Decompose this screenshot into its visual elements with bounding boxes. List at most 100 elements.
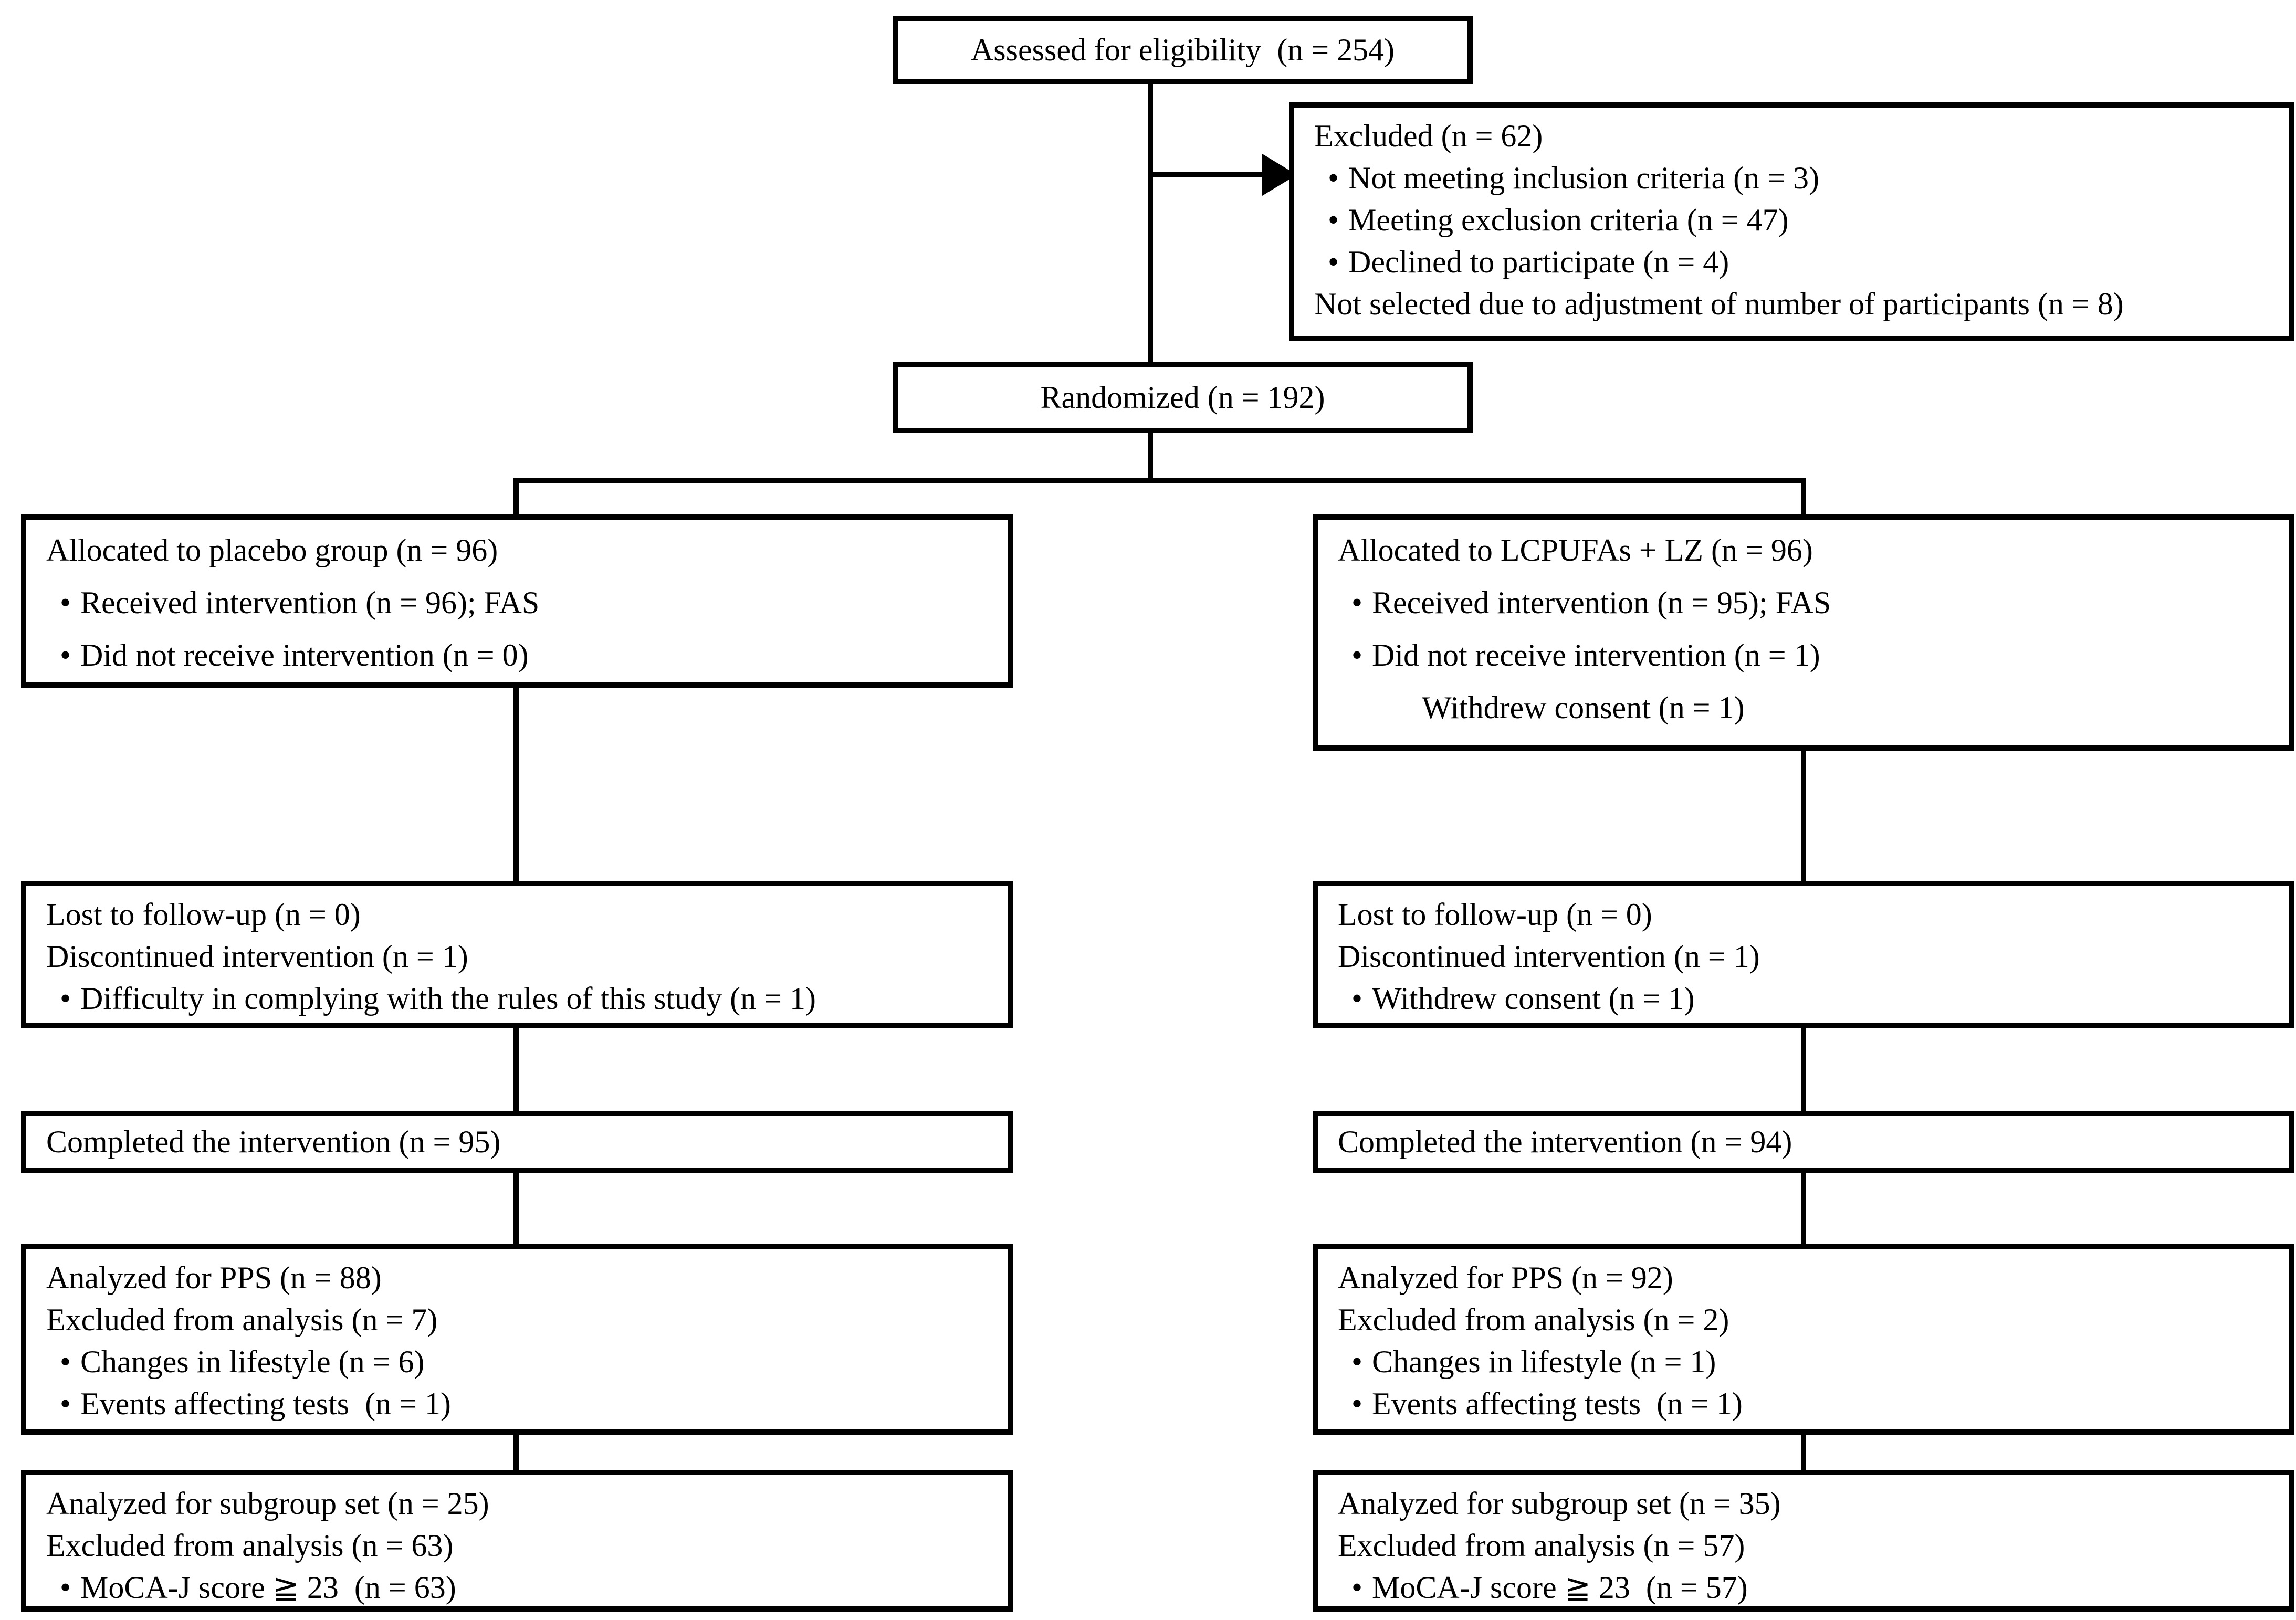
box-line: Allocated to LCPUFAs + LZ (n = 96) xyxy=(1338,524,2279,576)
lost-followup-placebo-box: Lost to follow-up (n = 0) Discontinued i… xyxy=(21,881,1013,1028)
completed-text: Completed the intervention (n = 95) xyxy=(46,1124,501,1159)
box-line: Discontinued intervention (n = 1) xyxy=(1338,935,2279,977)
randomized-box: Randomized (n = 192) xyxy=(893,362,1473,433)
box-line: •Changes in lifestyle (n = 1) xyxy=(1338,1341,2279,1383)
box-line: Not selected due to adjustment of number… xyxy=(1314,283,2279,325)
line-text: Excluded from analysis (n = 57) xyxy=(1338,1528,1745,1563)
box-line: Excluded (n = 62) xyxy=(1314,115,2279,157)
box-line: Excluded from analysis (n = 2) xyxy=(1338,1299,2279,1341)
box-line: Analyzed for PPS (n = 88) xyxy=(46,1257,998,1299)
bullet-icon: • xyxy=(60,981,71,1016)
completed-placebo-box: Completed the intervention (n = 95) xyxy=(21,1111,1013,1173)
box-line: • Did not receive intervention (n = 0) xyxy=(46,629,998,681)
bullet-icon: • xyxy=(60,1386,71,1421)
line-text: Did not receive intervention (n = 1) xyxy=(1372,638,1820,672)
connector-split-to-alloc-right xyxy=(1801,478,1806,519)
bullet-icon: • xyxy=(1351,1386,1363,1421)
box-line: Lost to follow-up (n = 0) xyxy=(1338,893,2279,935)
lost-followup-lcpufas-box: Lost to follow-up (n = 0) Discontinued i… xyxy=(1313,881,2294,1028)
analyzed-subgroup-placebo-box: Analyzed for subgroup set (n = 25) Exclu… xyxy=(21,1470,1013,1612)
line-text: Excluded from analysis (n = 2) xyxy=(1338,1302,1729,1337)
box-line: Withdrew consent (n = 1) xyxy=(1338,681,2279,734)
bullet-icon: • xyxy=(1328,245,1339,279)
line-text: MoCA-J score ≧ 23 (n = 57) xyxy=(1372,1570,1748,1605)
line-text: Analyzed for PPS (n = 92) xyxy=(1338,1260,1673,1295)
box-line: • Events affecting tests (n = 1) xyxy=(46,1383,998,1425)
line-text: Changes in lifestyle (n = 6) xyxy=(80,1344,425,1379)
bullet-icon: • xyxy=(60,638,71,672)
line-text: Lost to follow-up (n = 0) xyxy=(46,897,361,932)
bullet-icon: • xyxy=(1328,203,1339,237)
excluded-box: Excluded (n = 62) •Not meeting inclusion… xyxy=(1289,102,2294,341)
box-line: Excluded from analysis (n = 57) xyxy=(1338,1524,2279,1566)
connector-assessed-to-randomized xyxy=(1148,83,1153,366)
line-text: Difficulty in complying with the rules o… xyxy=(80,981,816,1016)
box-line: Analyzed for subgroup set (n = 35) xyxy=(1338,1482,2279,1524)
line-text: Not meeting inclusion criteria (n = 3) xyxy=(1348,161,1819,195)
line-text: Analyzed for subgroup set (n = 25) xyxy=(46,1486,489,1521)
box-line: Excluded from analysis (n = 63) xyxy=(46,1524,998,1566)
box-line: • Withdrew consent (n = 1) xyxy=(1338,977,2279,1019)
line-text: Lost to follow-up (n = 0) xyxy=(1338,897,1652,932)
line-text: Excluded from analysis (n = 7) xyxy=(46,1302,438,1337)
connector-alloc-to-followup-left xyxy=(513,686,519,884)
connector-pps-to-subgroup-right xyxy=(1801,1433,1806,1473)
line-text: Withdrew consent (n = 1) xyxy=(1372,981,1695,1016)
assessed-eligibility-box: Assessed for eligibility (n = 254) xyxy=(893,16,1473,84)
box-line: • MoCA-J score ≧ 23 (n = 63) xyxy=(46,1566,998,1608)
connector-to-excluded xyxy=(1148,172,1268,177)
allocation-lcpufas-box: Allocated to LCPUFAs + LZ (n = 96) • Rece… xyxy=(1313,514,2294,751)
line-text: Events affecting tests (n = 1) xyxy=(1372,1386,1743,1421)
bullet-icon: • xyxy=(1351,981,1363,1016)
box-line: •Declined to participate (n = 4) xyxy=(1314,241,2279,283)
connector-completed-to-pps-right xyxy=(1801,1171,1806,1247)
box-line: Discontinued intervention (n = 1) xyxy=(46,935,998,977)
line-text: Not selected due to adjustment of number… xyxy=(1314,287,2124,321)
completed-text: Completed the intervention (n = 94) xyxy=(1338,1124,1792,1159)
line-text: Excluded from analysis (n = 63) xyxy=(46,1528,454,1563)
line-text: MoCA-J score ≧ 23 (n = 63) xyxy=(80,1570,456,1605)
line-text: Events affecting tests (n = 1) xyxy=(80,1386,451,1421)
bullet-icon: • xyxy=(1351,585,1363,620)
line-text: Allocated to placebo group (n = 96) xyxy=(46,533,498,567)
assessed-eligibility-text: Assessed for eligibility (n = 254) xyxy=(970,32,1395,67)
connector-split-to-alloc-left xyxy=(513,478,519,519)
allocation-placebo-box: Allocated to placebo group (n = 96) • Rec… xyxy=(21,514,1013,688)
analyzed-pps-lcpufas-box: Analyzed for PPS (n = 92) Excluded from … xyxy=(1313,1244,2294,1435)
connector-followup-to-completed-left xyxy=(513,1026,519,1114)
line-text: Discontinued intervention (n = 1) xyxy=(46,939,468,974)
connector-completed-to-pps-left xyxy=(513,1171,519,1247)
box-line: Allocated to placebo group (n = 96) xyxy=(46,524,998,576)
line-text: Analyzed for PPS (n = 88) xyxy=(46,1260,382,1295)
line-text: Discontinued intervention (n = 1) xyxy=(1338,939,1760,974)
connector-randomized-to-split xyxy=(1148,430,1153,483)
bullet-icon: • xyxy=(1351,1570,1363,1605)
line-text: Excluded (n = 62) xyxy=(1314,119,1543,153)
line-text: Changes in lifestyle (n = 1) xyxy=(1372,1344,1716,1379)
completed-lcpufas-box: Completed the intervention (n = 94) xyxy=(1313,1111,2294,1173)
line-text: Received intervention (n = 96); FAS xyxy=(80,585,540,620)
line-text: Meeting exclusion criteria (n = 47) xyxy=(1348,203,1789,237)
line-text: Received intervention (n = 95); FAS xyxy=(1372,585,1831,620)
line-text: Allocated to LCPUFAs + LZ (n = 96) xyxy=(1338,533,1813,567)
connector-followup-to-completed-right xyxy=(1801,1026,1806,1114)
randomized-text: Randomized (n = 192) xyxy=(1040,380,1325,415)
box-line: Excluded from analysis (n = 7) xyxy=(46,1299,998,1341)
box-line: •Not meeting inclusion criteria (n = 3) xyxy=(1314,157,2279,199)
connector-alloc-to-followup-right xyxy=(1801,749,1806,884)
connector-split-horizontal xyxy=(513,478,1806,483)
bullet-icon: • xyxy=(60,585,71,620)
line-text: Analyzed for subgroup set (n = 35) xyxy=(1338,1486,1781,1521)
box-line: • Meeting exclusion criteria (n = 47) xyxy=(1314,199,2279,241)
bullet-icon: • xyxy=(60,1570,71,1605)
box-line: • Received intervention (n = 96); FAS xyxy=(46,576,998,629)
box-line: • Events affecting tests (n = 1) xyxy=(1338,1383,2279,1425)
box-line: • MoCA-J score ≧ 23 (n = 57) xyxy=(1338,1566,2279,1608)
line-text: Did not receive intervention (n = 0) xyxy=(80,638,529,672)
analyzed-pps-placebo-box: Analyzed for PPS (n = 88) Excluded from … xyxy=(21,1244,1013,1435)
box-line: • Changes in lifestyle (n = 6) xyxy=(46,1341,998,1383)
connector-pps-to-subgroup-left xyxy=(513,1433,519,1473)
bullet-icon: • xyxy=(60,1344,71,1379)
bullet-icon: • xyxy=(1351,638,1363,672)
